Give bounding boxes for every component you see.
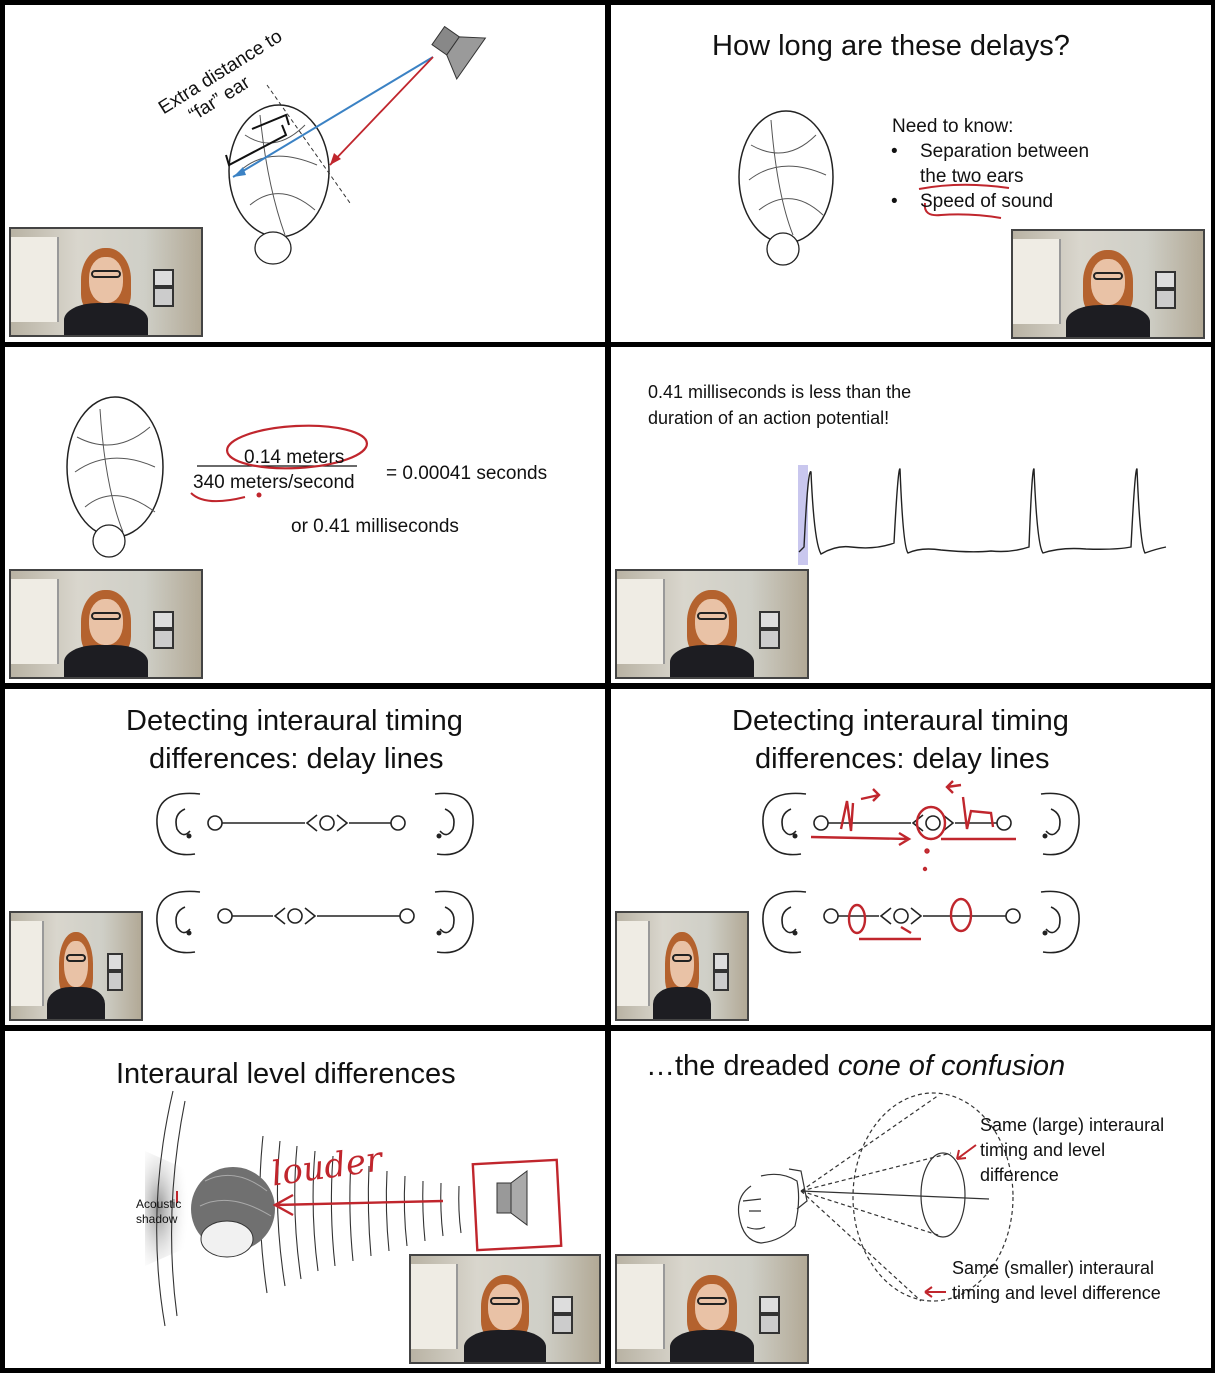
slide-delay-lines: Detecting interaural timing differences:…: [5, 689, 605, 1025]
need-to-know: Need to know:: [892, 116, 1014, 137]
webcam-presenter: [11, 229, 201, 335]
ear-icon: [762, 792, 807, 856]
ear-icon: [1040, 890, 1080, 954]
slide-delay-length: How long are these delays? Need to know:…: [611, 5, 1211, 342]
numerator: 0.14 meters: [244, 447, 345, 468]
action-potential-note: 0.41 milliseconds is less than the durat…: [648, 382, 912, 428]
webcam-presenter: [11, 571, 201, 677]
bullet: •: [891, 191, 898, 212]
near-ear-ray: [329, 56, 434, 166]
slide-level-differences: Interaural level differences: [5, 1031, 605, 1368]
webcam-presenter: [617, 1256, 807, 1362]
ear-icon: [762, 890, 807, 954]
slide-delay-lines-annotated: Detecting interaural timing differences:…: [611, 689, 1211, 1025]
large-difference-label: Same (large) interaural timing and level…: [980, 1115, 1165, 1185]
ear-icon: [434, 890, 474, 954]
slide-title-line1: Detecting interaural timing: [126, 705, 463, 737]
ear-icon: [156, 792, 201, 856]
result-milliseconds: or 0.41 milliseconds: [291, 516, 459, 537]
slide-title-line1: Detecting interaural timing: [732, 705, 1069, 737]
webcam-presenter: [11, 913, 141, 1019]
inner-cone-ring: [920, 1152, 966, 1238]
acoustic-shadow-label: Acoustic shadow: [136, 1197, 182, 1226]
louder-arrow: [272, 1193, 444, 1217]
cone: [800, 1092, 1014, 1302]
face-profile: [737, 1168, 808, 1244]
webcam-presenter: [1013, 231, 1203, 337]
head-sound-diagram: [225, 25, 487, 265]
bullet: •: [891, 141, 898, 162]
slide-title: How long are these delays?: [712, 30, 1070, 62]
action-potential-trace: [798, 468, 1167, 555]
bullet-ear-separation-cont: the two ears: [920, 166, 1024, 187]
red-annotations: [810, 780, 1016, 941]
result-seconds: = 0.00041 seconds: [386, 463, 548, 484]
head-illustration: [66, 396, 164, 538]
head-illustration: [191, 1167, 275, 1258]
sound-waves: [156, 1090, 462, 1327]
slide-delay-calculation: 0.14 meters 340 meters/second = 0.00041 …: [5, 347, 605, 683]
slide-title-line2: differences: delay lines: [149, 743, 444, 775]
denominator: 340 meters/second: [193, 472, 355, 493]
slide-title-line2: differences: delay lines: [755, 743, 1050, 775]
speaker-icon: [496, 1170, 528, 1226]
highlight-window: [798, 465, 808, 565]
bullet-ear-separation: Separation between: [920, 141, 1090, 162]
webcam-presenter: [617, 913, 747, 1019]
speaker-icon: [431, 25, 487, 81]
smaller-difference-label: Same (smaller) interaural timing and lev…: [952, 1258, 1161, 1303]
ear-icon: [156, 890, 201, 954]
slide-extra-distance: Extra distance to “far” ear: [5, 5, 605, 342]
slide-title: Interaural level differences: [116, 1058, 456, 1090]
cone-axis: [800, 1190, 990, 1200]
slide-action-potential: 0.41 milliseconds is less than the durat…: [611, 347, 1211, 683]
slide-cone-of-confusion: …the dreaded cone of confusion: [611, 1031, 1211, 1368]
ear-icon: [434, 792, 474, 856]
ear-icon: [1040, 792, 1080, 856]
webcam-presenter: [411, 1256, 599, 1362]
slide-title: …the dreaded cone of confusion: [646, 1050, 1066, 1082]
far-ear-ray: [232, 56, 434, 178]
webcam-presenter: [617, 571, 807, 677]
bullet-speed-of-sound: Speed of sound: [920, 191, 1054, 212]
